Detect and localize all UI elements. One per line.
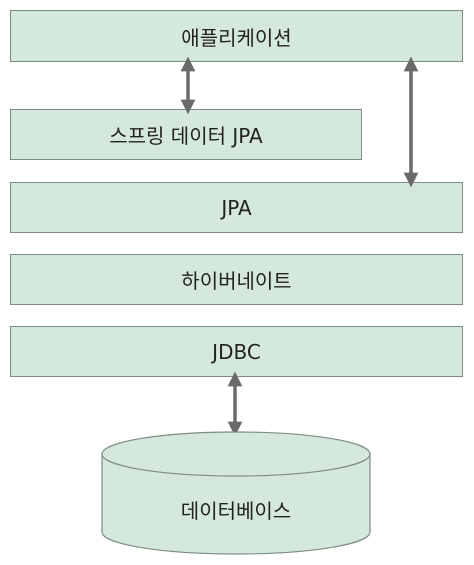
- database-label: 데이터베이스: [180, 499, 292, 523]
- application-label: 애플리케이션: [181, 25, 292, 50]
- application-layer: 애플리케이션: [10, 10, 463, 62]
- jpa-label: JPA: [221, 195, 252, 220]
- spring-data-jpa-label: 스프링 데이터 JPA: [109, 124, 263, 148]
- hibernate-layer: 하이버네이트: [10, 254, 463, 305]
- jdbc-layer: JDBC: [10, 326, 463, 377]
- jpa-layer: JPA: [10, 182, 463, 233]
- jdbc-label: JDBC: [212, 339, 261, 364]
- hibernate-label: 하이버네이트: [181, 269, 292, 293]
- database-cylinder: [101, 431, 371, 555]
- spring-data-jpa-layer: 스프링 데이터 JPA: [10, 109, 362, 160]
